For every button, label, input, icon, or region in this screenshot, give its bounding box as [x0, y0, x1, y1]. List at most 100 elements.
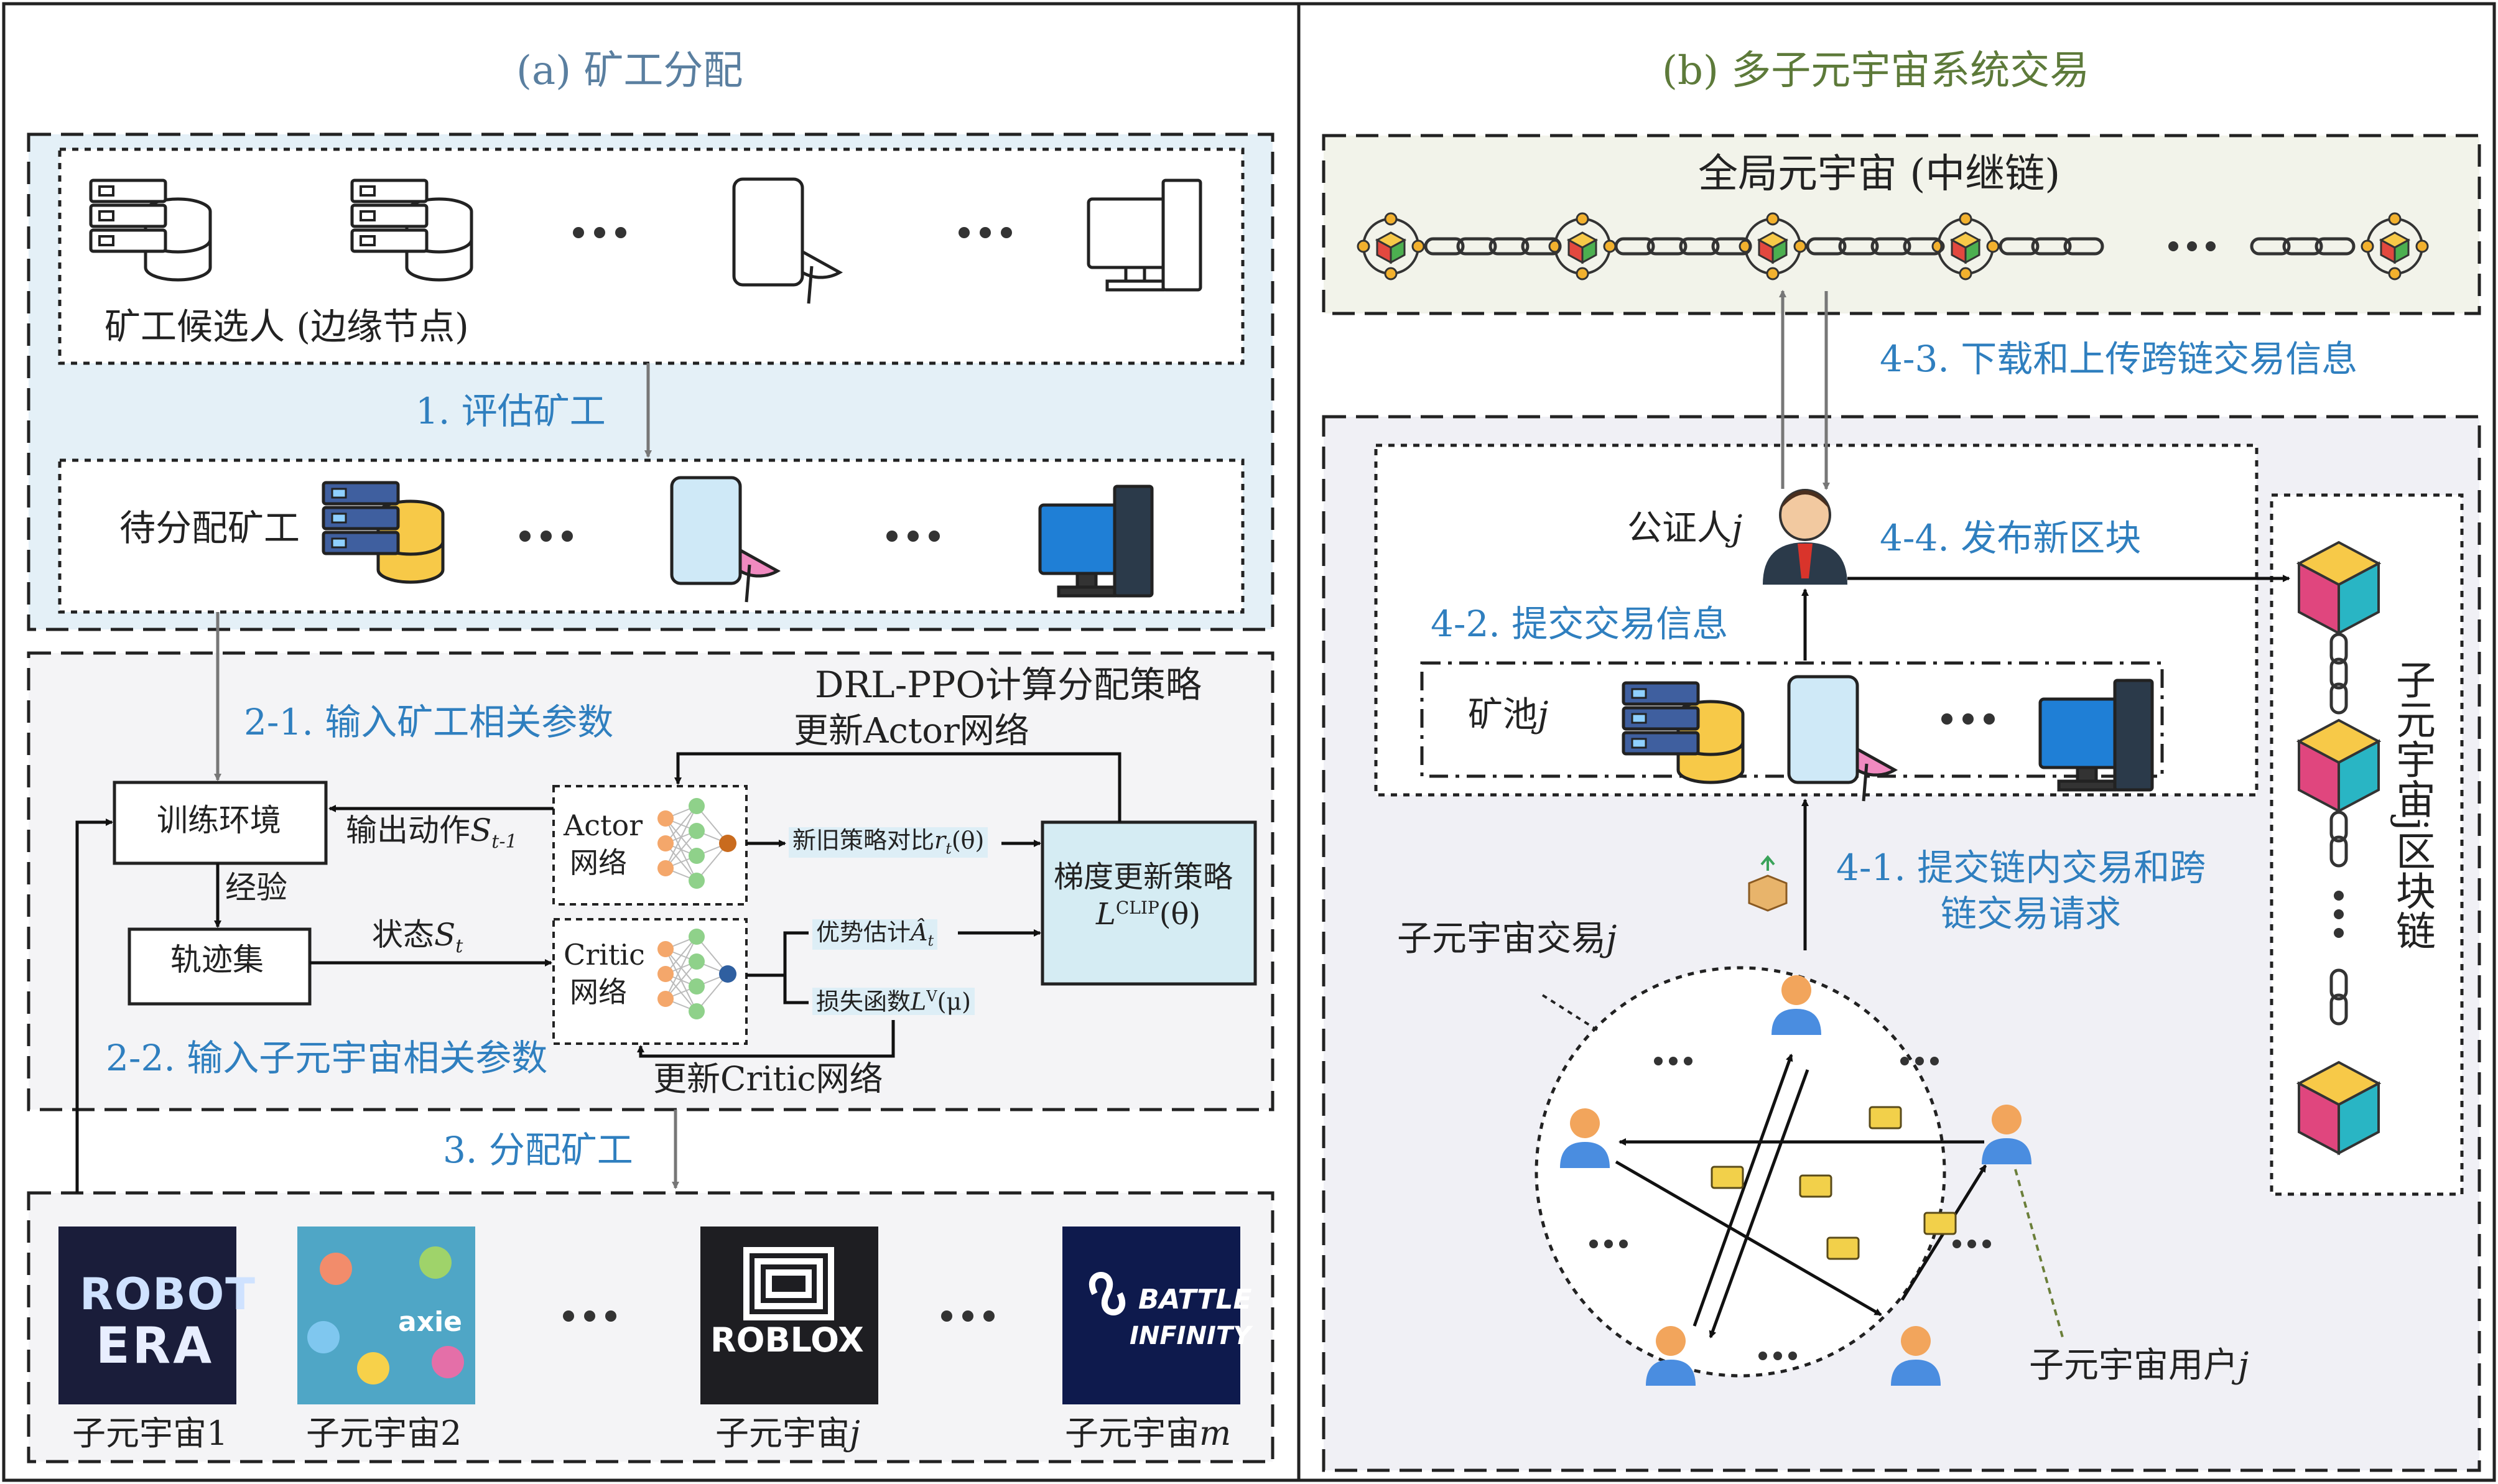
server-icon-2-unit [350, 203, 429, 228]
pool-label: 矿池j [1468, 695, 1549, 735]
user-icon-4 [1646, 1326, 1696, 1386]
actor-nn-glyph-in [657, 810, 674, 827]
grad-label-2: LCLIP(θ) [1096, 897, 1201, 932]
trajectory-label: 轨迹集 [170, 942, 264, 978]
sub-user-label: 子元宇宙用户j [2029, 1345, 2249, 1386]
sub-chain-link-1 [2329, 633, 2348, 715]
satellite-phone-colored-icon-stand [745, 564, 751, 603]
circle-dots-5 [1758, 1352, 1797, 1360]
sub-chain-link-3 [2329, 968, 2348, 1026]
candidates-label: 矿工候选人 (边缘节点) [104, 305, 469, 348]
relay-chain-1-link [1521, 237, 1562, 256]
sub-chain-link-2-link [2329, 810, 2348, 843]
relay-chain-5-link [2282, 237, 2323, 256]
notary-head [1779, 489, 1831, 541]
axie-logo: axie [398, 1306, 462, 1338]
relay-chain-5 [2250, 237, 2356, 256]
trajectory-box [128, 927, 312, 1006]
candidates-box [58, 147, 1245, 365]
sub-chain-dot [2334, 909, 2344, 919]
actor-nn-glyph-in [657, 835, 674, 851]
relay-chain-2-link [1711, 237, 1752, 256]
relay-block-3 [1739, 212, 1807, 281]
critic-nn-glyph-out [719, 965, 736, 983]
critic-label-2: 网络 [570, 975, 627, 1009]
relay-block-4-node [1986, 239, 2000, 253]
axie-creature [419, 1246, 452, 1279]
relay-chain-3 [1806, 237, 1944, 256]
critic-label-1: Critic [564, 938, 645, 972]
computer-icon-1-tower [1161, 179, 1202, 292]
robot-era-logo-line1: ROBOT [80, 1269, 257, 1320]
server-colored-icon-led [331, 512, 347, 524]
user-icon-1 [1771, 975, 1821, 1035]
circle-dots-4 [1952, 1240, 1991, 1248]
actor-label-2: 网络 [570, 846, 627, 879]
panel-b-title: (b) 多子元宇宙系统交易 [1662, 48, 2090, 94]
satellite-phone-icon-1-body [732, 177, 804, 287]
circle-dots-1-dot [1669, 1057, 1678, 1065]
sub-chain-dot [2334, 891, 2344, 901]
relay-block-1-right [1390, 238, 1406, 264]
computer-icon-1-base [1105, 279, 1165, 292]
satellite-phone-colored-icon-body [670, 476, 742, 585]
actor-nn-glyph-in [657, 860, 674, 876]
actor-nn-glyph-out [719, 835, 736, 852]
sub-chain-link-1-link [2329, 682, 2348, 715]
critic-nn-glyph-in [657, 991, 674, 1007]
metaverse-dots-1-dot [563, 1310, 574, 1322]
experience-label: 经验 [225, 870, 287, 906]
pending-label: 待分配矿工 [119, 507, 300, 549]
sub-chain-link-3-link [2329, 993, 2348, 1026]
axie-creature [320, 1253, 352, 1285]
user-icon-4-body [1646, 1360, 1696, 1386]
server-icon-1-led [98, 185, 114, 197]
pending-dots-1-dot [541, 531, 552, 542]
sub-chain-link-1-link [2329, 657, 2348, 690]
metaverse-m-name: 子元宇宙m [1065, 1414, 1232, 1453]
relay-chain-3-link [1903, 237, 1944, 256]
server-colored-icon-led [331, 488, 347, 499]
sub-chain-label: 子元宇宙j区块链 [2389, 659, 2435, 950]
output-action-label: 输出动作St-1 [346, 812, 518, 853]
relay-block-5-node [2415, 239, 2429, 253]
relay-chain-3-link [1838, 237, 1879, 256]
pending-dots-2-dot [886, 531, 898, 542]
relay-block-2-node [1576, 267, 1589, 281]
roblox-square [766, 1269, 812, 1298]
critic-nn-glyph-in [657, 941, 674, 957]
pending-dots-1-dot [562, 531, 573, 542]
relay-block-2-node [1576, 212, 1589, 226]
relay-block-1-node [1384, 267, 1398, 281]
sub-tx-leader [1541, 994, 1602, 1034]
relay-block-4-node [1959, 267, 1972, 281]
step4-3-label: 4-3. 下载和上传跨链交易信息 [1880, 338, 2358, 380]
pool-dots-dot [1941, 713, 1952, 725]
circle-dots-3-dot [1589, 1240, 1598, 1248]
circle-dots-5-dot [1788, 1352, 1797, 1360]
step2-1-label: 2-1. 输入矿工相关参数 [244, 701, 614, 743]
step2-2-label: 2-2. 输入子元宇宙相关参数 [106, 1037, 548, 1079]
candidate-dots-1-dot [594, 227, 605, 238]
step3-label: 3. 分配矿工 [443, 1129, 633, 1171]
server-icon-2-led [360, 235, 376, 246]
relay-chain-4 [1999, 237, 2104, 256]
roblox-square [755, 1258, 823, 1309]
tx-arrow-2 [1615, 1160, 1882, 1317]
axie-decor [307, 1246, 464, 1384]
state-label: 状态St [372, 917, 463, 957]
relay-block-4-right [1964, 238, 1980, 264]
pending-dots-1-dot [519, 531, 531, 542]
computer-colored-icon-base [1057, 585, 1117, 598]
relay-block-3-node [1766, 267, 1780, 281]
metaverse-j-name: 子元宇宙j [715, 1414, 860, 1453]
circle-dots-5-dot [1773, 1352, 1782, 1360]
relay-block-5-right [2394, 238, 2410, 264]
package-icon [1748, 855, 1788, 912]
infinity-glyph [1089, 1272, 1126, 1315]
actor-label-1: Actor [564, 809, 643, 842]
tx-arrow-4 [1709, 1069, 1809, 1338]
relay-block-4-node [1959, 212, 1972, 226]
update-critic-arrow [637, 1020, 895, 1058]
